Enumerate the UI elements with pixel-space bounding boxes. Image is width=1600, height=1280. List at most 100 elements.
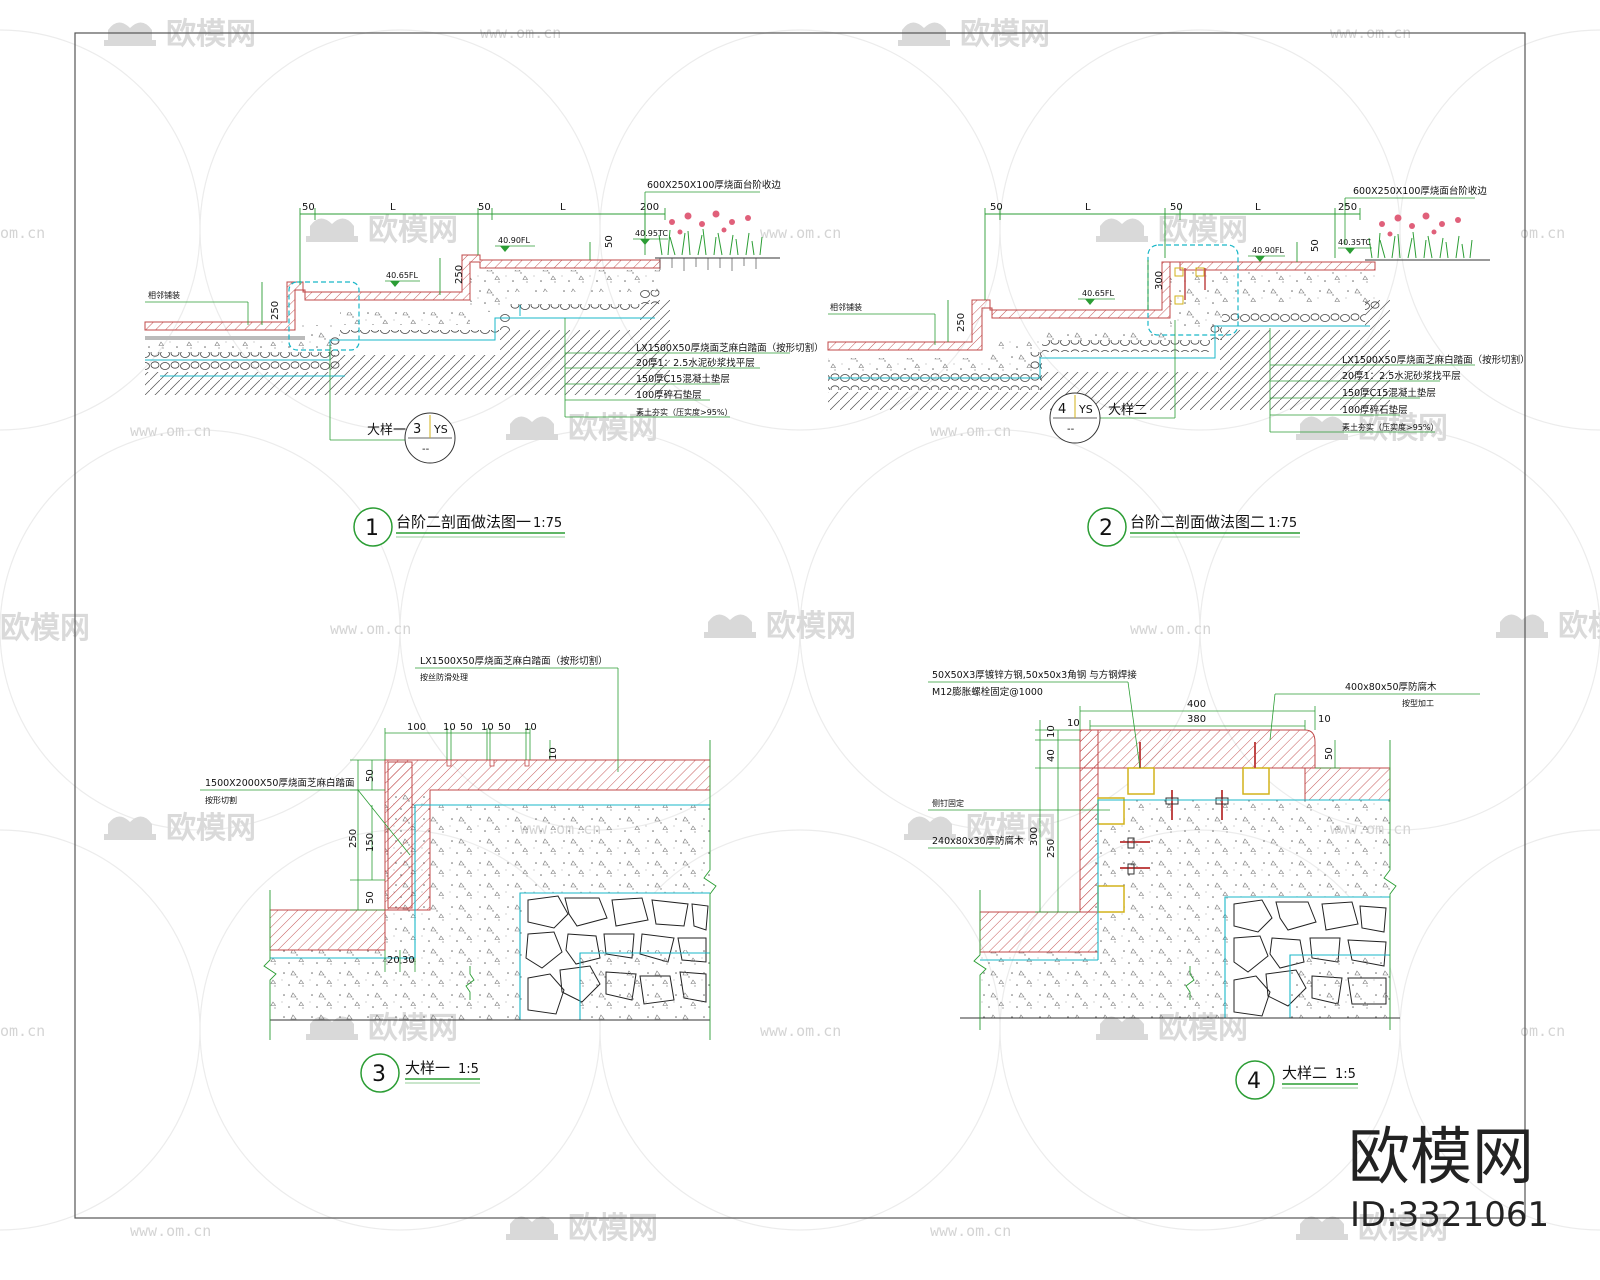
svg-text:L: L <box>1255 202 1261 213</box>
svg-text:600X250X100厚烧面台阶收边: 600X250X100厚烧面台阶收边 <box>1353 185 1487 197</box>
svg-text:欧模网: 欧模网 <box>1358 411 1448 446</box>
svg-text:10: 10 <box>1067 718 1080 729</box>
svg-text:250: 250 <box>956 313 967 332</box>
svg-text:相邻铺装: 相邻铺装 <box>148 290 180 300</box>
svg-text:4: 4 <box>1058 402 1066 417</box>
svg-text:按型加工: 按型加工 <box>1402 698 1434 708</box>
svg-text:50: 50 <box>990 202 1003 213</box>
svg-text:LX1500X50厚烧面芝麻白踏面（按形切割）: LX1500X50厚烧面芝麻白踏面（按形切割） <box>636 342 824 354</box>
svg-text:40.90FL: 40.90FL <box>1252 246 1285 255</box>
sheet-border <box>74 32 1526 1219</box>
svg-text:YS: YS <box>433 423 448 436</box>
svg-text:1500X2000X50厚烧面芝麻白踏面: 1500X2000X50厚烧面芝麻白踏面 <box>205 777 354 789</box>
svg-text:按丝防滑处理: 按丝防滑处理 <box>420 672 468 682</box>
svg-text:1: 1 <box>365 516 379 541</box>
svg-text:400x80x50厚防腐木: 400x80x50厚防腐木 <box>1345 681 1437 693</box>
svg-text:大样二: 大样二 <box>1108 403 1147 418</box>
svg-text:L: L <box>560 202 566 213</box>
svg-text:om.cn: om.cn <box>1520 224 1565 242</box>
svg-text:50: 50 <box>1170 202 1183 213</box>
svg-text:3: 3 <box>413 422 421 437</box>
svg-text:欧模网: 欧模网 <box>1158 213 1248 248</box>
svg-text:240x80x30厚防腐木: 240x80x30厚防腐木 <box>932 835 1024 847</box>
svg-text:400: 400 <box>1187 699 1206 710</box>
svg-text:150: 150 <box>365 833 376 852</box>
svg-text:台阶二剖面做法图一: 台阶二剖面做法图一 <box>396 513 531 531</box>
svg-text:1:5: 1:5 <box>1335 1067 1356 1082</box>
drawing-3-detail: 100 10 50 10 50 10 10 50 250 150 50 20 3… <box>200 655 717 1093</box>
svg-text:台阶二剖面做法图二: 台阶二剖面做法图二 <box>1130 513 1265 531</box>
drawing-4-detail: 400 380 10 10 10 40 300 250 50 50X50X3厚镀… <box>928 669 1480 1100</box>
svg-text:1:75: 1:75 <box>533 516 562 531</box>
svg-text:欧模网: 欧模网 <box>1558 609 1600 644</box>
svg-text:100厚碎石垫层: 100厚碎石垫层 <box>1342 404 1408 416</box>
svg-text:40.65FL: 40.65FL <box>1082 289 1115 298</box>
svg-text:欧模网: 欧模网 <box>1358 1211 1448 1246</box>
svg-text:50: 50 <box>1324 747 1335 760</box>
svg-text:大样一: 大样一 <box>367 423 406 438</box>
svg-text:www.om.cn: www.om.cn <box>130 422 211 440</box>
svg-text:om.cn: om.cn <box>0 224 45 242</box>
svg-text:300: 300 <box>1029 827 1040 846</box>
svg-text:欧模网: 欧模网 <box>568 1211 658 1246</box>
svg-text:欧模网: 欧模网 <box>766 609 856 644</box>
svg-text:om.cn: om.cn <box>0 1022 45 1040</box>
svg-text:50: 50 <box>604 235 615 248</box>
svg-text:欧模网: 欧模网 <box>166 811 256 846</box>
brand-watermark: 欧模网 ID:3321061 <box>1348 1120 1549 1235</box>
svg-text:10: 10 <box>443 722 456 733</box>
svg-text:40: 40 <box>1046 749 1057 762</box>
svg-text:素土夯实（压实度>95%）: 素土夯实（压实度>95%） <box>1342 422 1438 432</box>
svg-text:www.om.cn: www.om.cn <box>330 620 411 638</box>
svg-text:20厚1：2.5水泥砂浆找平层: 20厚1：2.5水泥砂浆找平层 <box>636 357 755 369</box>
svg-text:4: 4 <box>1247 1069 1261 1094</box>
svg-text:按形切割: 按形切割 <box>205 795 237 805</box>
svg-text:40.95TC: 40.95TC <box>635 229 668 238</box>
svg-text:40.35TC: 40.35TC <box>1338 238 1371 247</box>
svg-text:30: 30 <box>402 955 415 966</box>
svg-text:www.om.cn: www.om.cn <box>130 1222 211 1240</box>
svg-text:ID:3321061: ID:3321061 <box>1350 1195 1549 1235</box>
svg-text:LX1500X50厚烧面芝麻白踏面（按形切割）: LX1500X50厚烧面芝麻白踏面（按形切割） <box>420 655 608 667</box>
svg-text:150厚C15混凝土垫层: 150厚C15混凝土垫层 <box>1342 387 1436 399</box>
svg-text:www.om.cn: www.om.cn <box>930 422 1011 440</box>
svg-text:100: 100 <box>407 722 426 733</box>
svg-text:250: 250 <box>1046 839 1057 858</box>
svg-text:10: 10 <box>524 722 537 733</box>
svg-text:YS: YS <box>1078 403 1093 416</box>
svg-text:50: 50 <box>1310 239 1321 252</box>
svg-text:50X50X3厚镀锌方钢,50x50x3角钢 与方钢焊接: 50X50X3厚镀锌方钢,50x50x3角钢 与方钢焊接 <box>932 669 1137 681</box>
svg-text:--: -- <box>422 444 430 455</box>
svg-text:380: 380 <box>1187 714 1206 725</box>
svg-text:侧钉固定: 侧钉固定 <box>932 798 964 808</box>
svg-text:50: 50 <box>302 202 315 213</box>
svg-text:om.cn: om.cn <box>1520 1022 1565 1040</box>
svg-text:250: 250 <box>454 265 465 284</box>
svg-text:欧模网: 欧模网 <box>960 17 1050 52</box>
svg-text:1:5: 1:5 <box>458 1062 479 1077</box>
svg-text:50: 50 <box>478 202 491 213</box>
svg-text:600X250X100厚烧面台阶收边: 600X250X100厚烧面台阶收边 <box>647 179 781 191</box>
svg-text:150厚C15混凝土垫层: 150厚C15混凝土垫层 <box>636 373 730 385</box>
svg-text:欧模网: 欧模网 <box>966 811 1056 846</box>
svg-text:50: 50 <box>498 722 511 733</box>
svg-text:大样一: 大样一 <box>405 1059 450 1077</box>
svg-text:1:75: 1:75 <box>1268 516 1297 531</box>
svg-text:--: -- <box>1067 424 1075 435</box>
svg-text:50: 50 <box>365 769 376 782</box>
svg-text:欧模网: 欧模网 <box>0 611 90 646</box>
svg-text:欧模网: 欧模网 <box>166 17 256 52</box>
watermark-pattern <box>0 29 1600 1231</box>
svg-text:L: L <box>390 202 396 213</box>
svg-text:10: 10 <box>481 722 494 733</box>
svg-text:LX1500X50厚烧面芝麻白踏面（按形切割）: LX1500X50厚烧面芝麻白踏面（按形切割） <box>1342 354 1530 366</box>
svg-text:www.om.cn: www.om.cn <box>1130 620 1211 638</box>
svg-text:20厚1：2.5水泥砂浆找平层: 20厚1：2.5水泥砂浆找平层 <box>1342 370 1461 382</box>
svg-text:250: 250 <box>1338 202 1357 213</box>
svg-text:2: 2 <box>1099 516 1113 541</box>
drawing-1-section: 50 L 50 L 200 250 250 50 40.65FL 40.90FL… <box>144 179 824 547</box>
drawing-2-section: 50 L 50 L 250 250 300 50 40.65FL 40.90FL… <box>827 185 1530 547</box>
svg-text:50: 50 <box>460 722 473 733</box>
svg-text:大样二: 大样二 <box>1282 1064 1327 1082</box>
